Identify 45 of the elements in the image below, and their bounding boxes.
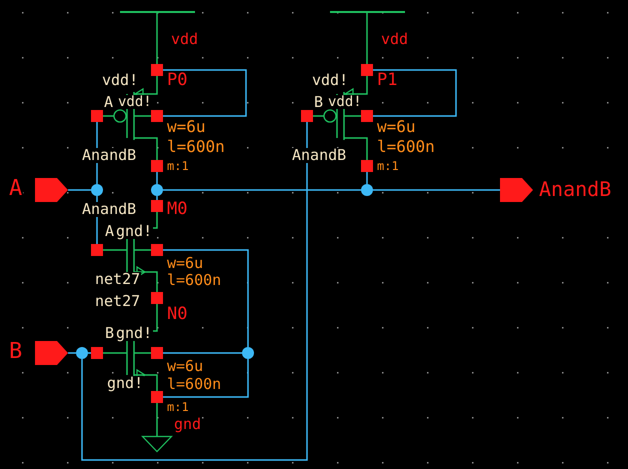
wire [96,176,98,184]
wire [96,196,98,198]
width-parameter: w=6u [166,119,207,135]
net-label: A [104,224,116,239]
length-parameter: l=600n [166,273,222,288]
net-label: vdd [380,32,410,47]
net-label: vdd [170,32,200,47]
net-label: AnandB [291,148,348,163]
multiplier-parameter: m:1 [376,160,400,172]
wire [238,359,249,398]
multiplier-parameter: m:1 [166,160,190,172]
wire [156,290,158,292]
length-parameter: l=600n [166,377,222,392]
wire [163,189,361,191]
length-parameter: l=600n [376,139,436,155]
net-label: net27 [94,294,142,309]
wire [68,352,76,354]
wire [238,249,249,347]
wire [88,352,90,354]
pin-label: AnandB [538,179,612,199]
net-label: AnandB [81,202,138,217]
net-label: net27 [94,272,142,287]
wire [156,176,158,184]
multiplier-parameter: m:1 [166,401,190,413]
wire [68,189,91,191]
wire [156,13,158,62]
wire [366,176,368,184]
wire [366,13,368,62]
wire [156,414,158,436]
net-label: gnd! [115,224,154,239]
net-label: A [103,95,114,110]
net-label: B [104,326,116,341]
length-parameter: l=600n [166,139,226,155]
wire [156,196,158,198]
width-parameter: w=6u [166,256,204,271]
width-parameter: w=6u [376,119,417,135]
net-label: gnd! [106,376,144,391]
wire [238,352,242,354]
net-label: AnandB [81,148,138,163]
wire [373,189,500,191]
net-label: B [313,95,324,110]
width-parameter: w=6u [166,359,204,374]
wire [81,176,308,461]
net-label: gnd! [115,326,154,341]
net-label: gnd [173,417,202,432]
